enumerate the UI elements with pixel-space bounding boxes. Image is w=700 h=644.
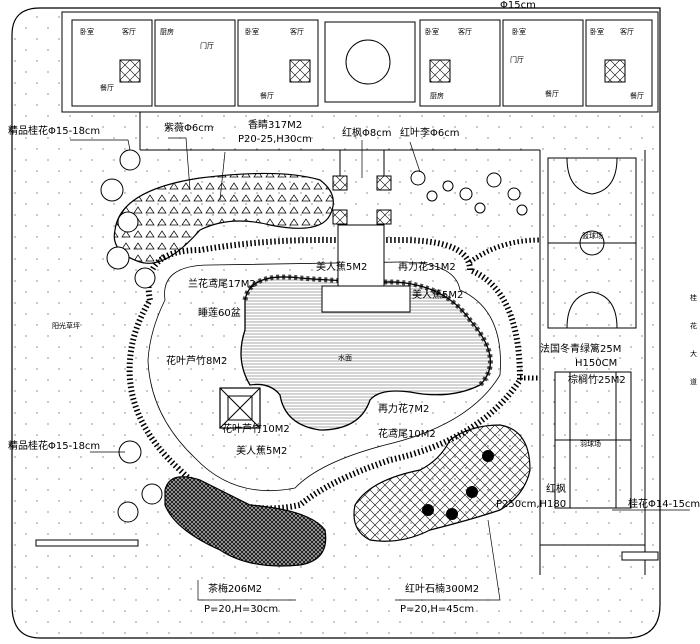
road-label: 桂 花 大 道 bbox=[690, 293, 697, 386]
sports-zone bbox=[539, 150, 646, 575]
label-ornamental-area: 香睛317M2 bbox=[248, 119, 302, 131]
label-canna3: 美人蕉5M2 bbox=[236, 444, 287, 457]
label-red-leaf-plum: 红叶李Φ6cm bbox=[400, 126, 459, 139]
label-sun-lawn: 阳光草坪 bbox=[52, 321, 80, 330]
room-label: 客厅 bbox=[458, 27, 472, 36]
room-label: 厨房 bbox=[160, 27, 174, 36]
osmanthus-trees-south bbox=[117, 440, 163, 523]
label-canna: 美人蕉5M2 bbox=[316, 260, 367, 273]
garden-path-inner bbox=[147, 261, 501, 491]
label-iris2: 花鸢尾10M2 bbox=[378, 427, 436, 440]
room-label: 卧室 bbox=[245, 27, 259, 36]
bed-tea-plum bbox=[164, 476, 327, 567]
label-holly-height: H150CM bbox=[575, 358, 617, 369]
room-label: 厨房 bbox=[430, 91, 444, 100]
garden-path-outer bbox=[126, 237, 524, 512]
label-maple2-spec: P250cm,H180 bbox=[496, 499, 566, 510]
bridge bbox=[337, 224, 385, 287]
label-canna2: 美人蕉5M2 bbox=[412, 288, 463, 301]
svg-text:花: 花 bbox=[690, 321, 697, 330]
room-label: 餐厅 bbox=[100, 83, 114, 92]
room-label: 餐厅 bbox=[260, 91, 274, 100]
top-dimension: Φ15cm bbox=[500, 0, 536, 11]
tree-pergola bbox=[332, 150, 392, 225]
label-water: 水面 bbox=[338, 353, 352, 362]
label-thalia: 再力花7M2 bbox=[378, 402, 429, 415]
room-label: 卧室 bbox=[425, 27, 439, 36]
pond-platform bbox=[321, 285, 411, 313]
label-osmanthus-top: 精品桂花Φ15-18cm bbox=[8, 124, 100, 137]
room-label: 客厅 bbox=[290, 27, 304, 36]
room-label: 客厅 bbox=[122, 27, 136, 36]
label-osmanthus-right: 桂花Φ14-15cm bbox=[628, 497, 700, 510]
badminton-court-label: 羽球场 bbox=[580, 439, 601, 448]
label-maple2: 红枫 bbox=[546, 482, 566, 495]
label-red-maple: 红枫Φ8cm bbox=[342, 126, 391, 139]
svg-text:大: 大 bbox=[690, 349, 697, 358]
label-iris1: 兰花鸢尾17M2 bbox=[188, 277, 256, 290]
osmanthus-trees-north bbox=[100, 149, 156, 289]
leader-lines bbox=[70, 137, 690, 601]
entrance-bench-west bbox=[35, 539, 139, 547]
room-label: 卧室 bbox=[512, 27, 526, 36]
room-label: 餐厅 bbox=[630, 91, 644, 100]
label-holly: 法国冬青绿篱25M bbox=[540, 342, 621, 355]
bed-ornamental-grass bbox=[113, 172, 334, 264]
east-path bbox=[468, 237, 541, 381]
room-label: 门厅 bbox=[510, 55, 524, 64]
red-maple-trees bbox=[422, 450, 494, 520]
label-ornamental-spec: P20-25,H30cm bbox=[238, 134, 312, 145]
label-reed1: 花叶芦竹8M2 bbox=[166, 354, 227, 367]
basketball-court-label: 篮球场 bbox=[582, 231, 603, 240]
entrance-bench-east bbox=[621, 551, 659, 561]
svg-text:道: 道 bbox=[690, 377, 697, 386]
red-leaf-plum-trees bbox=[410, 170, 528, 216]
room-labels: 卧室 客厅 餐厅 厨房 门厅 卧室 客厅 餐厅 卧室 客厅 厨房 卧室 门厅 餐… bbox=[80, 27, 644, 100]
label-reed2: 花叶芦竹10M2 bbox=[222, 422, 290, 435]
label-lotus: 睡莲60盆 bbox=[198, 306, 241, 319]
label-photinia-area: 红叶石楠300M2 bbox=[405, 582, 479, 595]
label-tea-spec: P=20,H=30cm bbox=[204, 604, 278, 615]
svg-text:桂: 桂 bbox=[690, 293, 697, 302]
label-rose: 紫薇Φ6cm bbox=[164, 122, 213, 134]
residential-building bbox=[61, 11, 659, 151]
label-palm: 棕榈竹25M2 bbox=[568, 373, 626, 386]
room-label: 卧室 bbox=[80, 27, 94, 36]
label-kebrig: 再力花31M2 bbox=[398, 260, 456, 273]
room-label: 门厅 bbox=[200, 41, 214, 50]
label-tea-area: 茶梅206M2 bbox=[208, 582, 262, 595]
room-label: 客厅 bbox=[620, 27, 634, 36]
room-label: 餐厅 bbox=[545, 89, 559, 98]
room-label: 卧室 bbox=[590, 27, 604, 36]
label-photinia-spec: P=20,H=45cm bbox=[400, 604, 474, 615]
pond-rock-edge bbox=[242, 274, 493, 387]
label-osmanthus-mid: 精品桂花Φ15-18cm bbox=[8, 439, 100, 452]
